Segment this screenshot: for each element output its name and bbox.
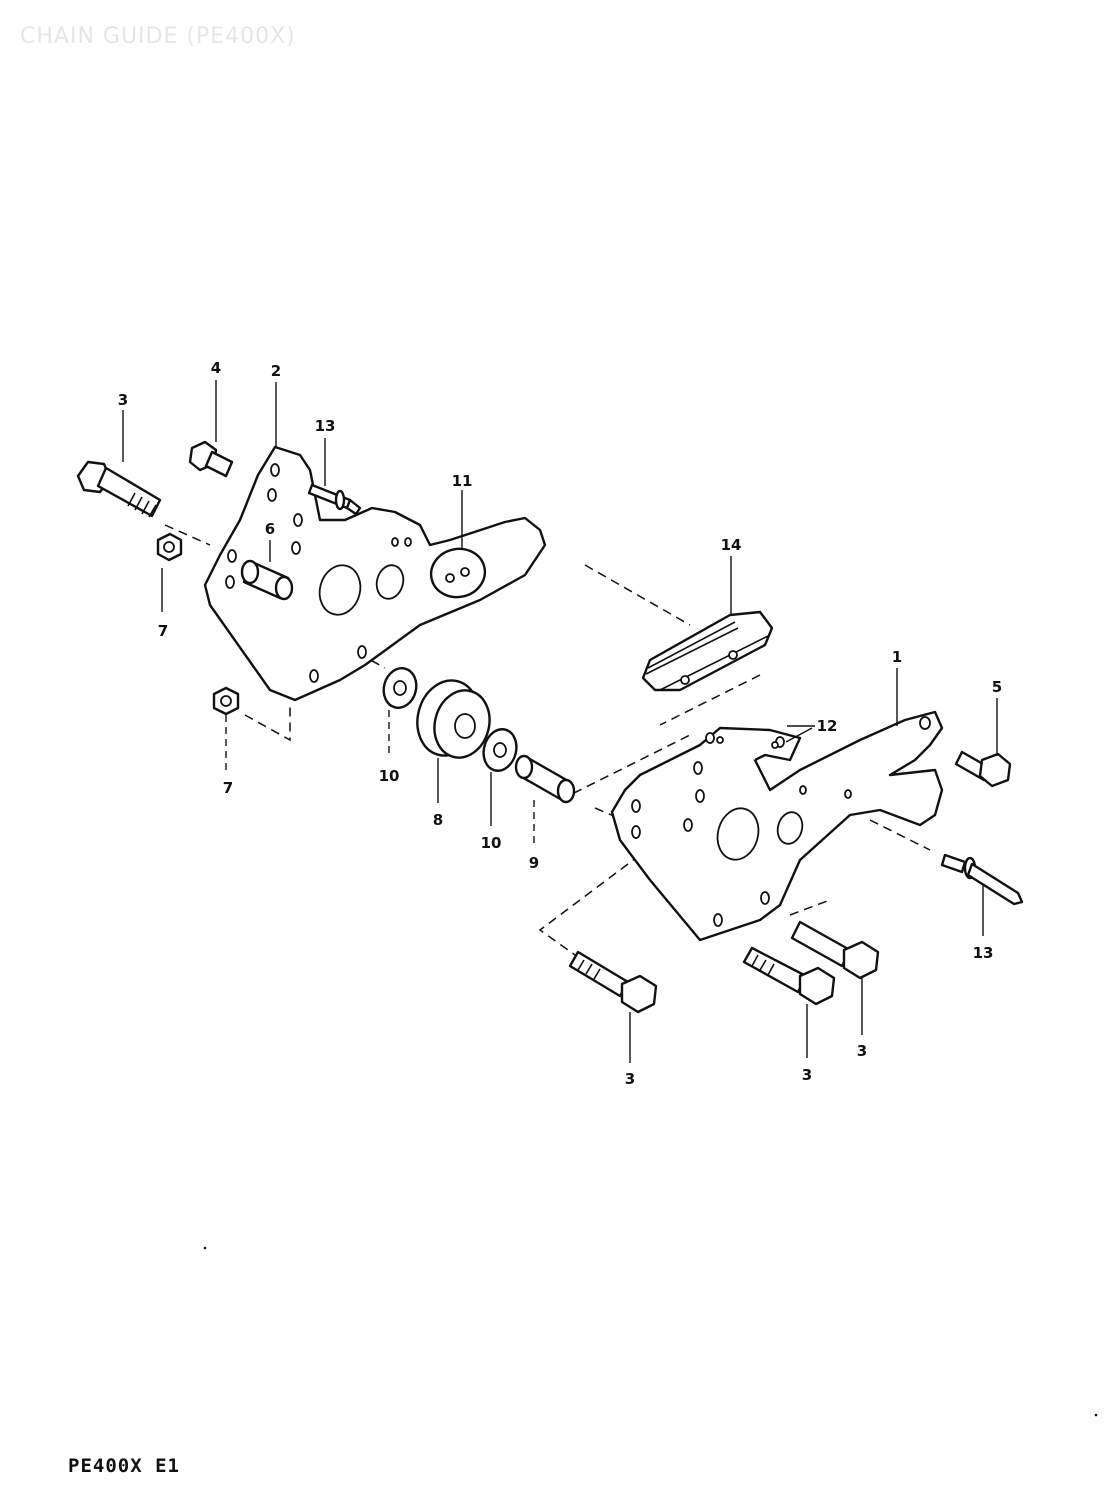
callout-6: 6	[265, 520, 275, 538]
callout-3-top-left: 3	[118, 391, 128, 409]
callout-2: 2	[271, 362, 281, 380]
callout-11: 11	[452, 472, 473, 490]
callout-7-lower: 7	[223, 779, 233, 797]
bolt-3-bottom-right	[790, 920, 880, 980]
scan-speck	[203, 1246, 207, 1250]
bolt-5	[954, 750, 1012, 788]
callout-10-right: 10	[481, 834, 502, 852]
washer-10-right	[482, 728, 518, 772]
callout-8: 8	[433, 811, 443, 829]
collar-9	[514, 754, 576, 804]
nut-7-upper	[156, 532, 183, 562]
spacer-6	[240, 559, 294, 601]
bolt-3-bottom-middle	[742, 946, 836, 1006]
page-title: CHAIN GUIDE (PE400X)	[20, 24, 296, 49]
callout-13-lower: 13	[973, 944, 994, 962]
callout-3-bottom-middle: 3	[802, 1066, 812, 1084]
callout-3-bottom-right: 3	[857, 1042, 867, 1060]
callout-4: 4	[211, 359, 221, 377]
guide-plate-2	[203, 445, 547, 702]
pad-11	[429, 547, 487, 599]
guide-block-14	[641, 610, 774, 692]
guide-plate-1	[610, 710, 944, 942]
nut-7-lower	[212, 686, 240, 716]
callout-5: 5	[992, 678, 1002, 696]
callout-labels: 3 4 2 13 11 6 7 7 14 1 5 12 10 8 10 9 13…	[118, 359, 1002, 1088]
callout-13-upper: 13	[315, 417, 336, 435]
callout-9: 9	[529, 854, 539, 872]
bolt-3-bottom-left	[568, 950, 658, 1014]
callout-12: 12	[817, 717, 838, 735]
callout-3-bottom-left: 3	[625, 1070, 635, 1088]
callout-10-left: 10	[379, 767, 400, 785]
rivet-13-upper	[307, 483, 362, 516]
callout-14: 14	[721, 536, 742, 554]
diagram-code: PE400X E1	[68, 1455, 180, 1477]
callout-leaders	[122, 380, 998, 1063]
rivet-13-lower	[940, 853, 1024, 906]
scan-speck	[1094, 1413, 1098, 1417]
rivet-12	[716, 736, 779, 749]
roller-8	[416, 679, 491, 759]
washer-10-left	[382, 667, 418, 709]
bolt-3-left	[76, 460, 162, 518]
callout-1: 1	[892, 648, 902, 666]
bolt-4	[188, 440, 234, 478]
callout-7-upper: 7	[158, 622, 168, 640]
